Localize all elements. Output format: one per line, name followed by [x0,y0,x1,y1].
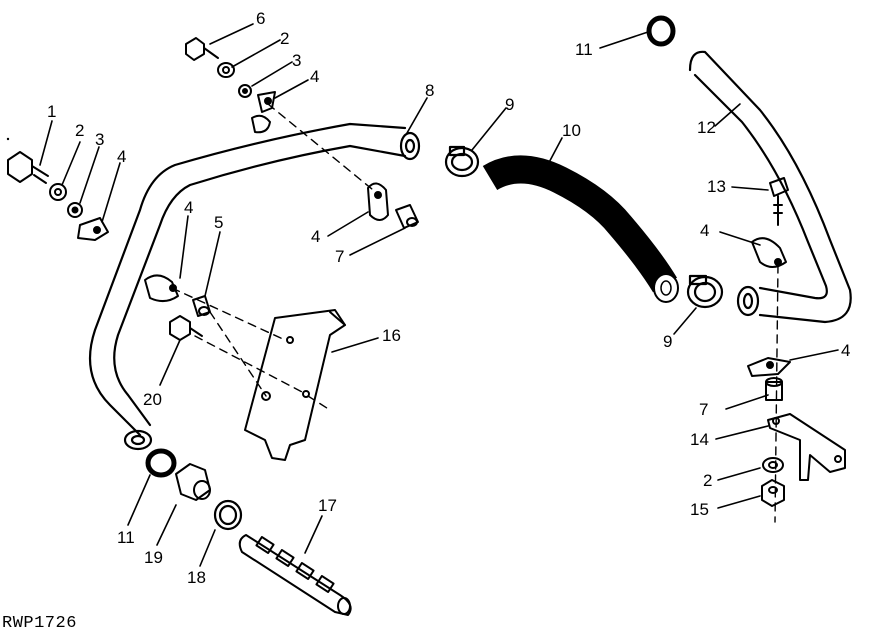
washer-right [762,457,784,473]
callout-3: 3 [292,51,301,70]
callout-17: 17 [318,496,337,515]
callout-11: 11 [575,40,593,59]
callout-9: 9 [505,95,514,114]
callout-7: 7 [699,400,708,419]
centerline-right [774,264,779,523]
callout-9: 9 [663,332,672,351]
clamp-left [77,217,109,241]
callout-18: 18 [187,568,206,587]
callout-8: 8 [425,81,434,100]
callout-5: 5 [214,213,223,232]
spacer-middle [395,204,419,229]
callout-20: 20 [143,390,162,409]
callout-4: 4 [117,147,126,166]
callout-11: 11 [117,528,135,547]
coolant-tube-right [688,50,852,324]
coolant-tube-left [88,122,421,451]
bracket-right [767,413,846,481]
clamp-right-upper [751,237,787,268]
callout-16: 16 [382,326,401,345]
coolant-hose [482,155,679,303]
callout-2: 2 [75,121,84,140]
nut-lower-left [169,315,203,341]
callout-labels: 1 2 3 4 6 2 3 4 8 9 10 11 12 13 4 4 7 4 … [47,9,850,587]
callout-12: 12 [697,118,716,137]
bolt-left [7,151,49,184]
callout-4: 4 [841,341,850,360]
o-ring-upper [646,15,676,47]
callout-19: 19 [144,548,163,567]
callout-2: 2 [280,29,289,48]
washer-upper [217,62,235,78]
seal-ring [213,499,243,531]
callout-7: 7 [335,247,344,266]
spacer-lower-left [192,295,211,317]
lockwasher-upper [238,84,252,98]
centerline-bracket-upper [171,287,286,341]
clamp-upper [251,91,276,134]
callout-15: 15 [690,500,709,519]
nut-right [761,479,785,507]
strainer-tube [238,534,352,616]
clamp-right-lower [747,357,791,377]
callout-10: 10 [562,121,581,140]
callout-13: 13 [707,177,726,196]
bolt-upper [185,37,219,61]
leader-lines [39,23,839,567]
callout-2: 2 [703,471,712,490]
callout-1: 1 [47,102,56,121]
callout-4: 4 [310,67,319,86]
stray-mark [6,137,10,141]
spacer-right [765,377,783,401]
hose-clamp-upper [444,145,480,178]
callout-14: 14 [690,430,709,449]
callout-4: 4 [311,227,320,246]
callout-4: 4 [700,221,709,240]
hose-clamp-lower [686,274,724,309]
washer-left [49,183,67,201]
callout-4: 4 [184,198,193,217]
bolt-right [769,177,789,226]
centerline-bracket-lower [194,311,307,397]
callout-6: 6 [256,9,265,28]
o-ring-lower [145,448,177,478]
clamp-middle [367,182,389,221]
centerline-upper-clamp [267,103,379,195]
bracket [244,309,346,461]
lockwasher-left [67,202,83,218]
fitting-nut [175,463,211,501]
callout-3: 3 [95,130,104,149]
centerline-bracket-tail [307,395,331,411]
figure-reference-code: RWP1726 [2,614,77,633]
